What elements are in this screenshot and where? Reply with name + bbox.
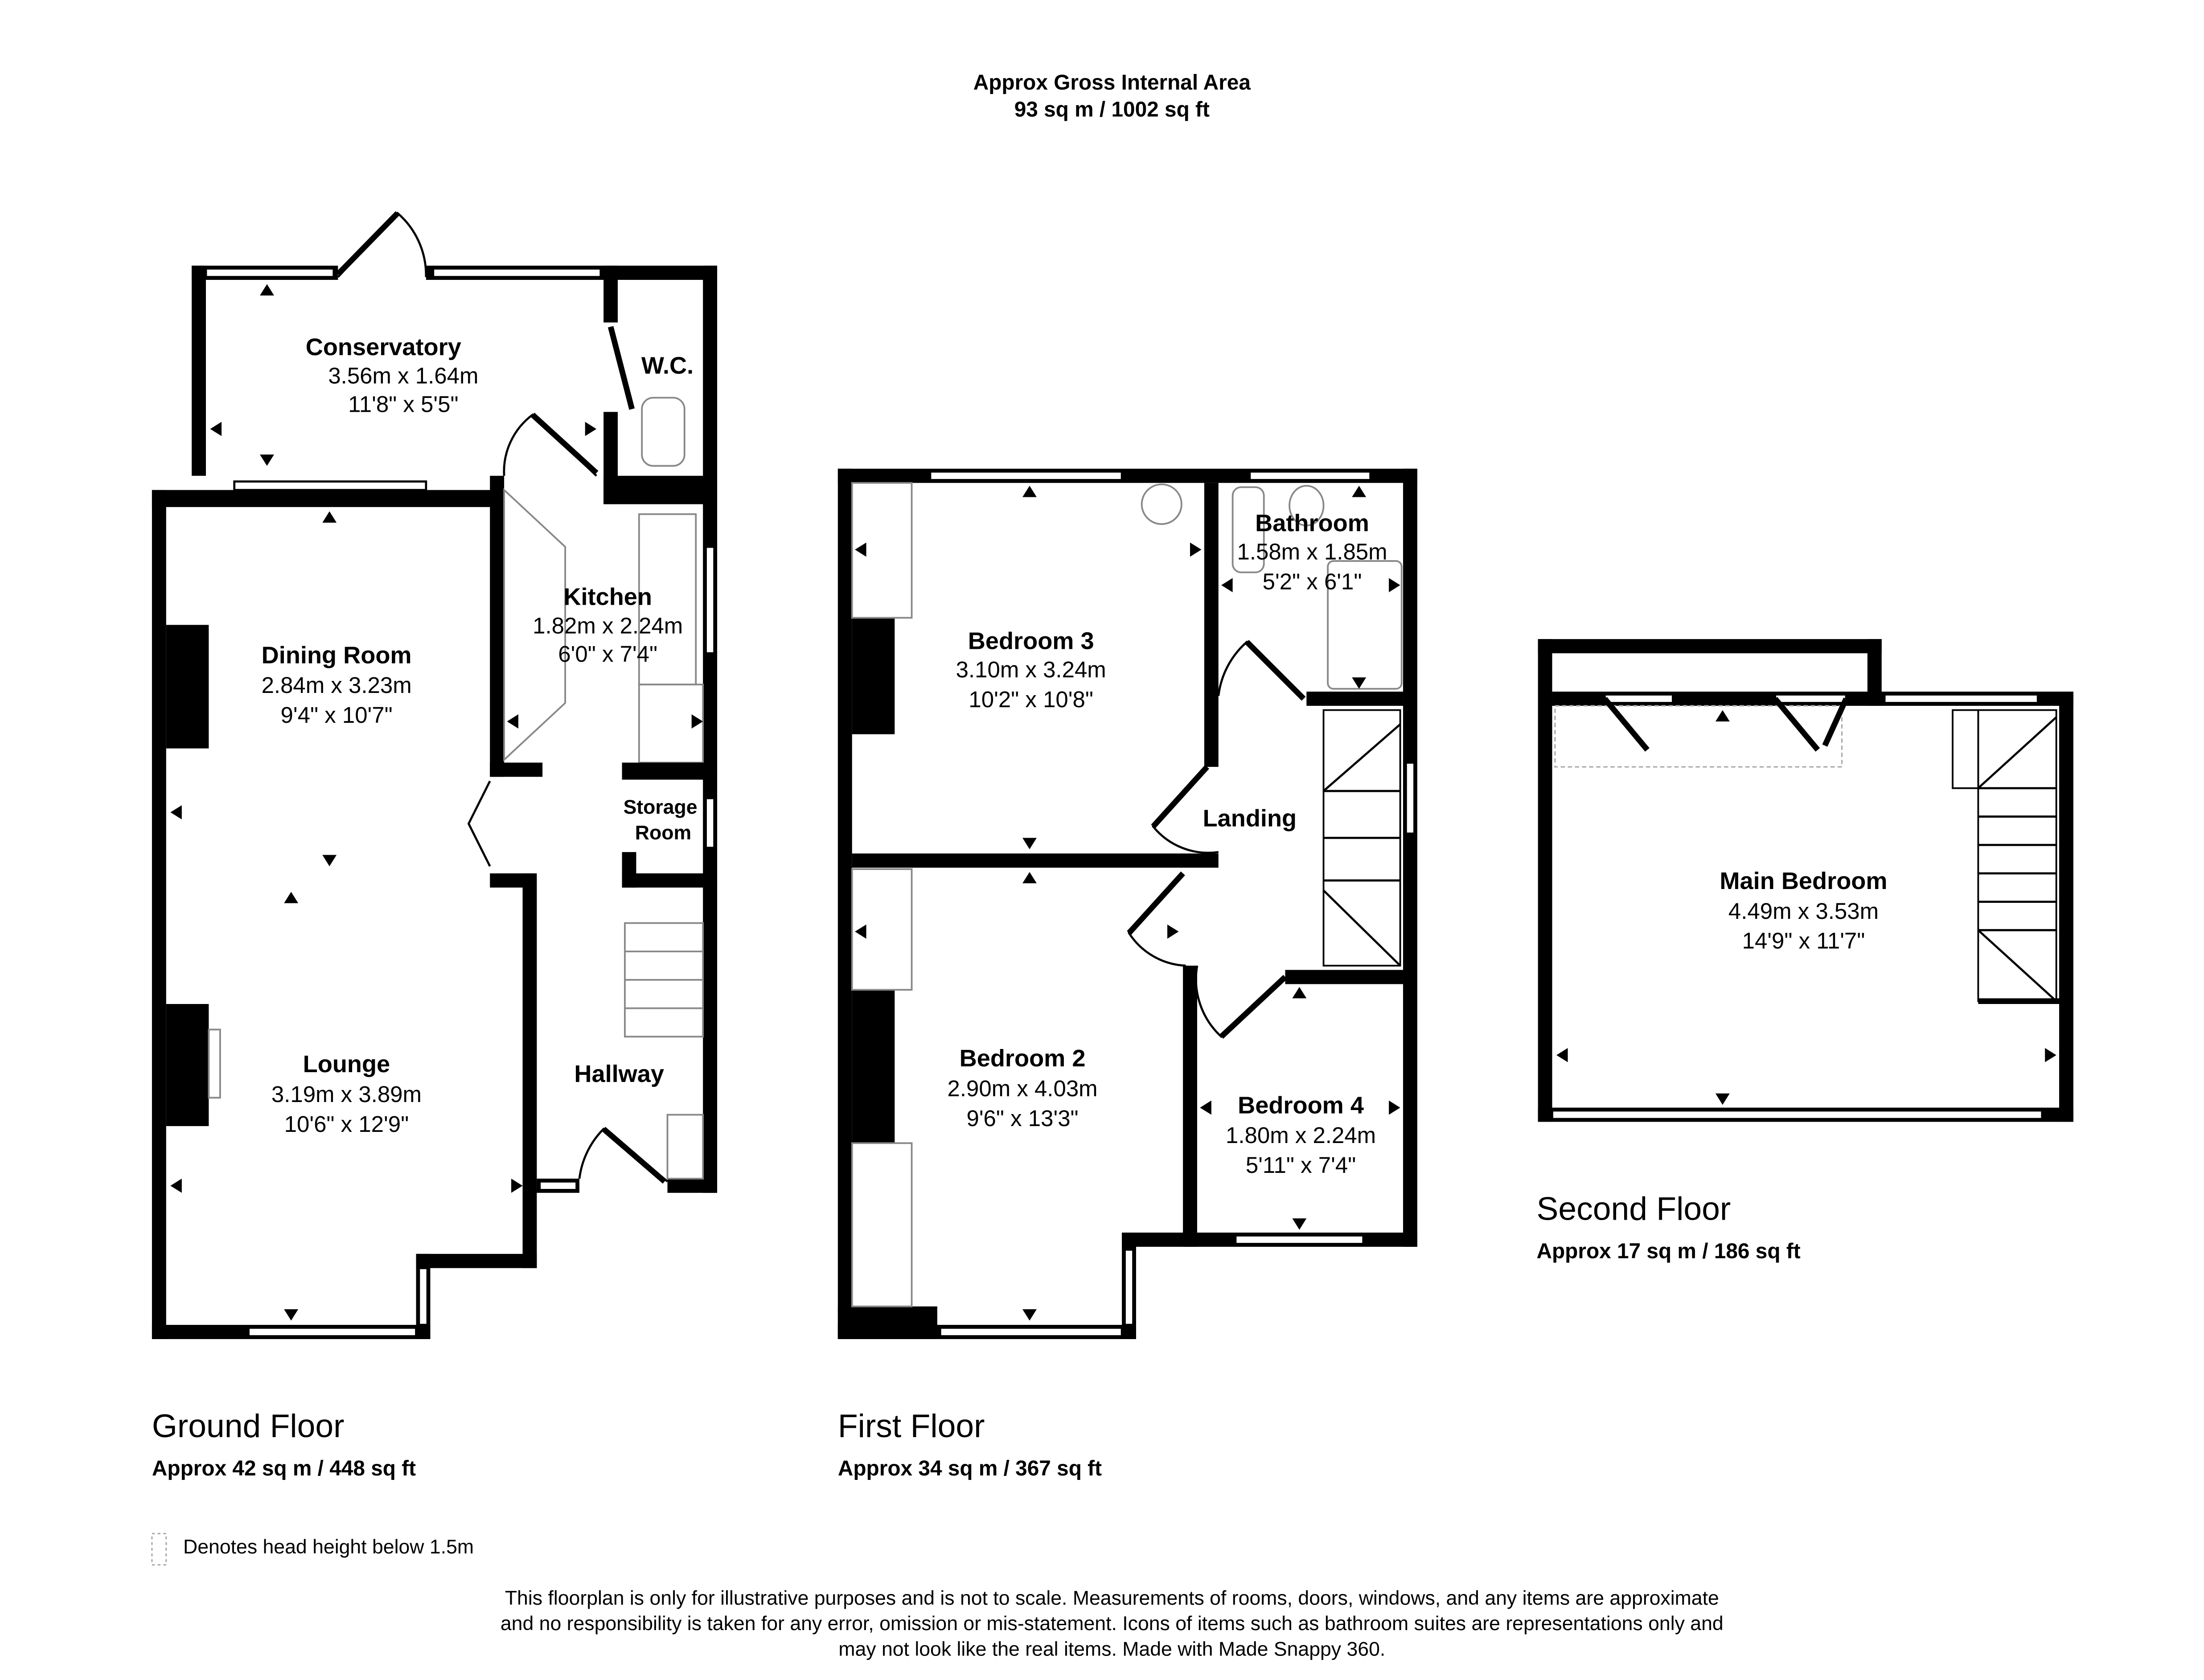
ground-floor-area: Approx 42 sq m / 448 sq ft (152, 1457, 416, 1480)
room-dimensions-imperial: 10'6" x 12'9" (284, 1111, 409, 1137)
room-dimensions-imperial: 5'2" x 6'1" (1263, 569, 1362, 594)
head-height-legend-swatch (151, 1532, 167, 1566)
room-dimensions-metric: 1.80m x 2.24m (1226, 1123, 1376, 1148)
first-floor-plan: Bedroom 3 3.10m x 3.24m 10'2" x 10'8" Ba… (837, 468, 1417, 1339)
room-label-main-bedroom: Main Bedroom (1720, 868, 1887, 894)
room-dimensions-imperial: 9'6" x 13'3" (966, 1106, 1078, 1131)
ground-floor-label: Ground Floor (152, 1408, 345, 1444)
room-dimensions-metric: 2.90m x 4.03m (948, 1076, 1098, 1101)
room-label-bedroom-4: Bedroom 4 (1238, 1092, 1364, 1119)
room-dimensions-imperial: 11'8" x 5'5" (348, 391, 458, 417)
room-label-bedroom-3: Bedroom 3 (968, 627, 1094, 654)
disclaimer-line: This floorplan is only for illustrative … (505, 1587, 1719, 1609)
room-label-storage: Storage (624, 796, 698, 818)
room-label-dining-room: Dining Room (262, 642, 412, 668)
room-label-landing: Landing (1203, 805, 1297, 832)
first-floor-area: Approx 34 sq m / 367 sq ft (838, 1457, 1102, 1480)
gross-area-title: Approx Gross Internal Area (973, 71, 1251, 94)
first-floor-label: First Floor (838, 1408, 985, 1444)
disclaimer-line: and no responsibility is taken for any e… (501, 1613, 1724, 1635)
room-dimensions-metric: 3.19m x 3.89m (271, 1082, 422, 1107)
room-dimensions-metric: 3.56m x 1.64m (328, 363, 478, 389)
room-label-wc: W.C. (641, 352, 694, 379)
room-dimensions-metric: 1.58m x 1.85m (1237, 539, 1387, 565)
ground-floor-plan: Conservatory 3.56m x 1.64m 11'8" x 5'5" … (152, 211, 718, 1339)
room-dimensions-metric: 4.49m x 3.53m (1728, 898, 1879, 924)
room-dimensions-metric: 2.84m x 3.23m (262, 672, 412, 698)
room-dimensions-metric: 1.82m x 2.24m (533, 613, 683, 638)
gross-area-total: 93 sq m / 1002 sq ft (1014, 98, 1210, 122)
room-label-storage-room: Room (635, 822, 691, 844)
room-dimensions-imperial: 5'11" x 7'4" (1246, 1152, 1356, 1178)
second-floor-plan: Main Bedroom 4.49m x 3.53m 14'9" x 11'7" (1538, 639, 2073, 1122)
room-dimensions-imperial: 14'9" x 11'7" (1742, 928, 1865, 954)
disclaimer-line: may not look like the real items. Made w… (838, 1638, 1385, 1660)
room-dimensions-metric: 3.10m x 3.24m (956, 657, 1106, 682)
second-floor-label: Second Floor (1536, 1190, 1731, 1227)
room-label-conservatory: Conservatory (306, 334, 461, 361)
room-label-lounge: Lounge (303, 1051, 390, 1078)
room-dimensions-imperial: 9'4" x 10'7" (281, 702, 393, 728)
head-height-legend-text: Denotes head height below 1.5m (183, 1536, 474, 1558)
room-dimensions-imperial: 10'2" x 10'8" (969, 687, 1093, 712)
room-label-hallway: Hallway (574, 1061, 664, 1087)
room-label-kitchen: Kitchen (563, 584, 652, 611)
room-label-bedroom-2: Bedroom 2 (960, 1045, 1086, 1072)
room-label-bathroom: Bathroom (1255, 510, 1369, 537)
second-floor-area: Approx 17 sq m / 186 sq ft (1536, 1239, 1800, 1263)
room-dimensions-imperial: 6'0" x 7'4" (558, 641, 657, 667)
